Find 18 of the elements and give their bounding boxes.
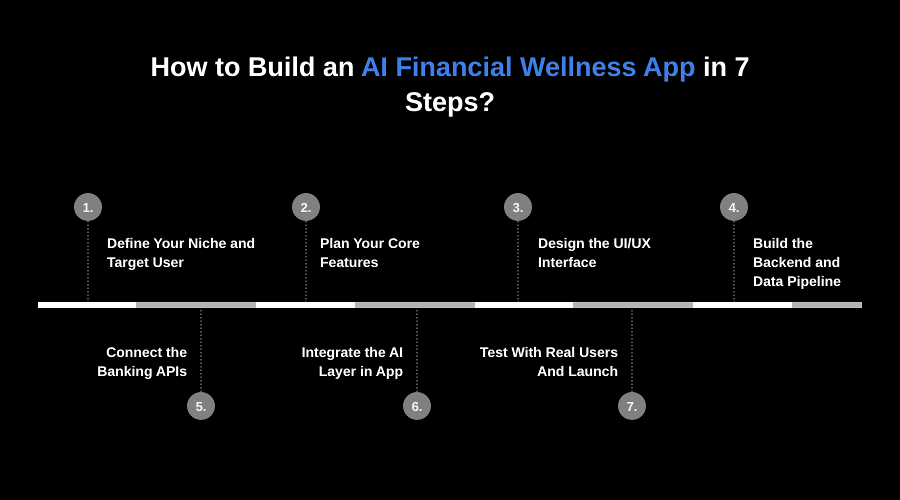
step-number: 1.: [74, 193, 102, 221]
step-title: Build the Backend and Data Pipeline: [753, 234, 842, 291]
step-title: Define Your Niche and Target User: [107, 234, 256, 272]
step-title: Test With Real Users And Launch: [478, 343, 618, 381]
step-number: 2.: [292, 193, 320, 221]
dotted-connector: [416, 308, 418, 392]
step-number: 6.: [403, 392, 431, 420]
step-title: Design the UI/UX Interface: [538, 234, 652, 272]
step-title: Integrate the AI Layer in App: [300, 343, 403, 381]
timeline-bar: [38, 302, 862, 308]
step-title: Plan Your Core Features: [320, 234, 421, 272]
step-number: 4.: [720, 193, 748, 221]
dotted-connector: [200, 308, 202, 392]
title: How to Build an AI Financial Wellness App in 7 Steps?: [149, 51, 751, 119]
step-number: 3.: [504, 193, 532, 221]
step-number: 7.: [618, 392, 646, 420]
step-number: 5.: [187, 392, 215, 420]
step-title: Connect the Banking APIs: [96, 343, 187, 381]
